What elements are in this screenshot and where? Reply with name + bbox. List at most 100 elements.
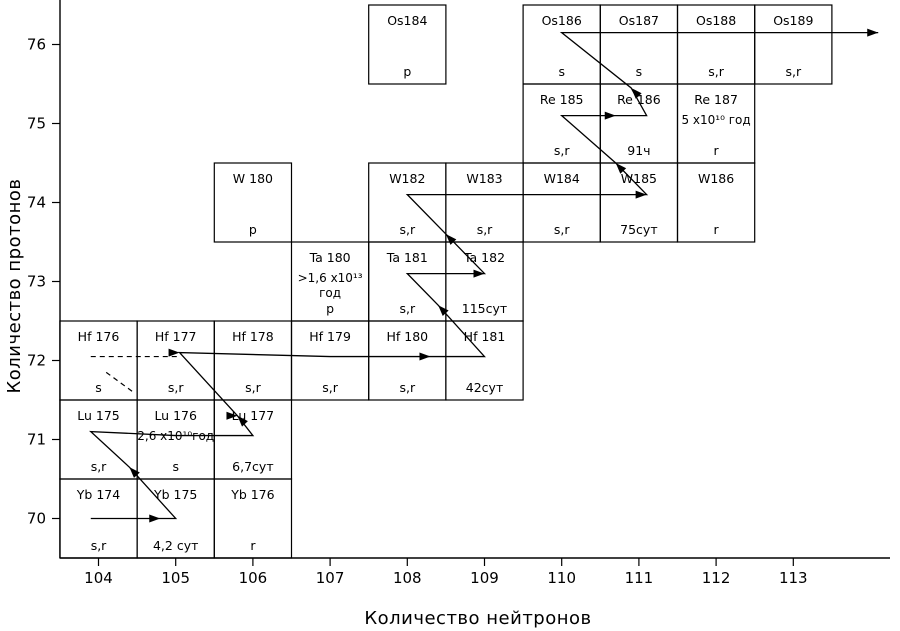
path-arrowhead <box>168 348 180 357</box>
nuclide-name: W183 <box>466 171 502 186</box>
nuclide-name: Hf 181 <box>464 329 506 344</box>
x-tick-label: 105 <box>161 569 190 587</box>
cell-border <box>368 4 447 85</box>
nuclide-name: W184 <box>544 171 580 186</box>
process-label: 115сут <box>462 301 507 316</box>
path-arrowhead <box>604 111 616 120</box>
process-label: s,r <box>399 301 415 316</box>
x-tick-label: 106 <box>239 569 268 587</box>
path-arrowhead <box>237 415 248 427</box>
nuclide-name: Lu 175 <box>77 408 120 423</box>
nuclide-name: W186 <box>698 171 734 186</box>
path-arrowhead <box>615 163 627 174</box>
path-arrowhead <box>473 269 485 278</box>
process-label: s,r <box>785 64 801 79</box>
nuclide-name: Re 186 <box>617 92 661 107</box>
process-label: p <box>249 222 257 237</box>
process-label: r <box>714 143 720 158</box>
process-label: s <box>558 64 565 79</box>
process-label: p <box>326 301 334 316</box>
process-label: s,r <box>477 222 493 237</box>
nuclide-name: W182 <box>389 171 425 186</box>
cell-border <box>213 162 293 243</box>
nuclide-name: Re 185 <box>540 92 584 107</box>
nuclide-name: Lu 176 <box>154 408 197 423</box>
process-label: s,r <box>91 538 107 553</box>
path-arrowhead <box>867 28 879 37</box>
y-tick-label: 75 <box>27 115 46 133</box>
process-label: s <box>95 380 102 395</box>
nuclide-name: Os186 <box>542 13 582 28</box>
nuclide-cell: Os186 s <box>522 4 601 85</box>
process-label: p <box>403 64 411 79</box>
capture-path-line <box>89 32 879 520</box>
nuclide-name: Ta 181 <box>386 250 428 265</box>
process-label: r <box>714 222 720 237</box>
nuclide-cell: Os189 s,r <box>754 4 833 85</box>
nuclide-cell: Ta 181 s,r <box>368 241 447 322</box>
process-label: s,r <box>708 64 724 79</box>
process-label: s,r <box>245 380 261 395</box>
s-process-path <box>89 28 879 523</box>
y-tick-label: 74 <box>27 194 46 212</box>
process-label: 6,7сут <box>232 459 273 474</box>
nuclide-name: Yb 176 <box>230 487 274 502</box>
nuclide-cell: W182 s,r <box>368 162 447 243</box>
process-label: 75сут <box>620 222 657 237</box>
x-tick-label: 111 <box>625 569 654 587</box>
y-axis-label: Количество протонов <box>4 178 25 393</box>
nuclide-cell: W186 r <box>676 162 756 243</box>
x-tick-label: 107 <box>316 569 345 587</box>
nuclide-name: Os187 <box>619 13 659 28</box>
nuclide-name: Yb 175 <box>153 487 197 502</box>
half-life-note: 5 x10¹⁰ год <box>681 113 750 127</box>
nuclide-name: Hf 176 <box>78 329 120 344</box>
path-arrowhead <box>631 87 642 99</box>
nuclide-name: Os189 <box>773 13 813 28</box>
process-label: s,r <box>399 222 415 237</box>
process-label: s,r <box>399 380 415 395</box>
process-label: 42сут <box>466 380 503 395</box>
x-tick-label: 104 <box>84 569 113 587</box>
y-tick-label: 72 <box>27 352 46 370</box>
x-tick-label: 108 <box>393 569 422 587</box>
process-label: s <box>636 64 643 79</box>
x-tick-label: 109 <box>470 569 499 587</box>
process-label: s,r <box>168 380 184 395</box>
nuclide-cell: Re 185 s,r <box>522 83 601 164</box>
path-arrowhead <box>129 467 140 478</box>
nuclide-name: Ta 180 <box>309 250 351 265</box>
path-arrowhead <box>438 305 449 316</box>
x-tick-label: 110 <box>547 569 576 587</box>
process-label: 4,2 сут <box>153 538 198 553</box>
process-label: s,r <box>554 143 570 158</box>
nuclide-name: Os188 <box>696 13 736 28</box>
half-life-unit: год <box>319 286 341 300</box>
nuclide-cell: W183 s,r <box>445 162 524 243</box>
path-arrowhead <box>419 352 431 361</box>
nuclide-name: Hf 179 <box>309 329 351 344</box>
nuclide-cell: Hf 176 s <box>59 320 138 401</box>
y-tick-label: 71 <box>27 431 46 449</box>
x-tick-label: 113 <box>779 569 808 587</box>
half-life-note: >1,6 x10¹³ <box>298 271 363 285</box>
y-tick-label: 76 <box>27 36 46 54</box>
process-label: s,r <box>91 459 107 474</box>
nuclide-name: Yb 174 <box>76 487 120 502</box>
nuclide-cell: Os188 s,r <box>676 4 756 85</box>
path-arrowhead <box>149 514 161 523</box>
